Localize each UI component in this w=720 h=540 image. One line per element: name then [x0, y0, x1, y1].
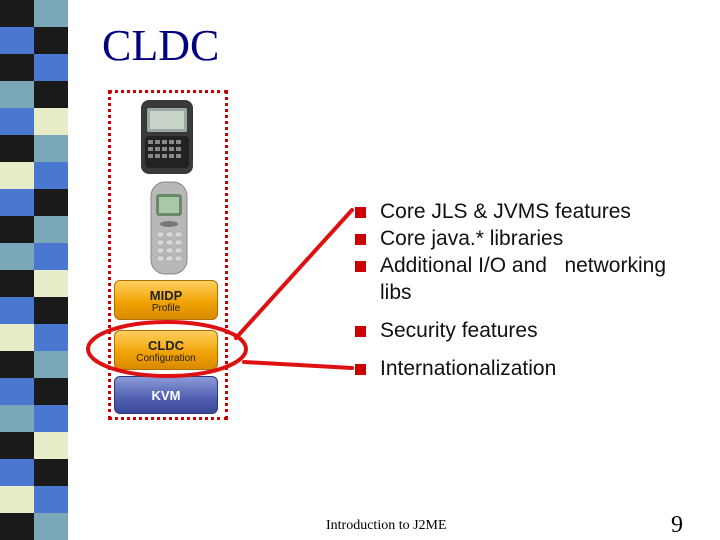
bullet-marker-icon: [355, 326, 366, 337]
bullet-marker-icon: [355, 207, 366, 218]
list-item-text: Internationalization: [380, 357, 557, 380]
midp-label: MIDP: [149, 288, 183, 303]
bullet-marker-icon: [355, 234, 366, 245]
mobile-phone-image: [150, 181, 188, 275]
device-stack-outline: [108, 90, 228, 420]
slide-footer: Introduction to J2ME: [326, 518, 447, 533]
list-item-text: Core JLS & JVMS features: [380, 200, 631, 223]
list-item-text: Core java.* libraries: [380, 227, 564, 250]
connector-line-to-internationalization: [242, 360, 354, 370]
cldc-label: CLDC: [147, 338, 185, 353]
midp-layer: MIDP Profile: [114, 280, 218, 320]
pda-device-image: [141, 100, 193, 174]
cldc-sublabel: Configuration: [136, 353, 196, 364]
midp-sublabel: Profile: [151, 303, 181, 314]
slide-title: CLDC: [102, 21, 220, 70]
bullet-marker-icon: [355, 261, 366, 272]
list-item-text: Security features: [380, 319, 538, 342]
list-item-text: Additional I/O and networking: [380, 254, 667, 277]
cldc-layer: CLDC Configuration: [114, 330, 218, 370]
cldc-highlight-ellipse: [86, 320, 248, 378]
list-item-text: libs: [380, 281, 412, 304]
bullet-marker-icon: [355, 364, 366, 375]
connector-line-to-features: [234, 208, 354, 340]
decorative-strip: [0, 0, 68, 540]
page-number: 9: [671, 512, 683, 538]
kvm-label: KVM: [151, 388, 181, 403]
